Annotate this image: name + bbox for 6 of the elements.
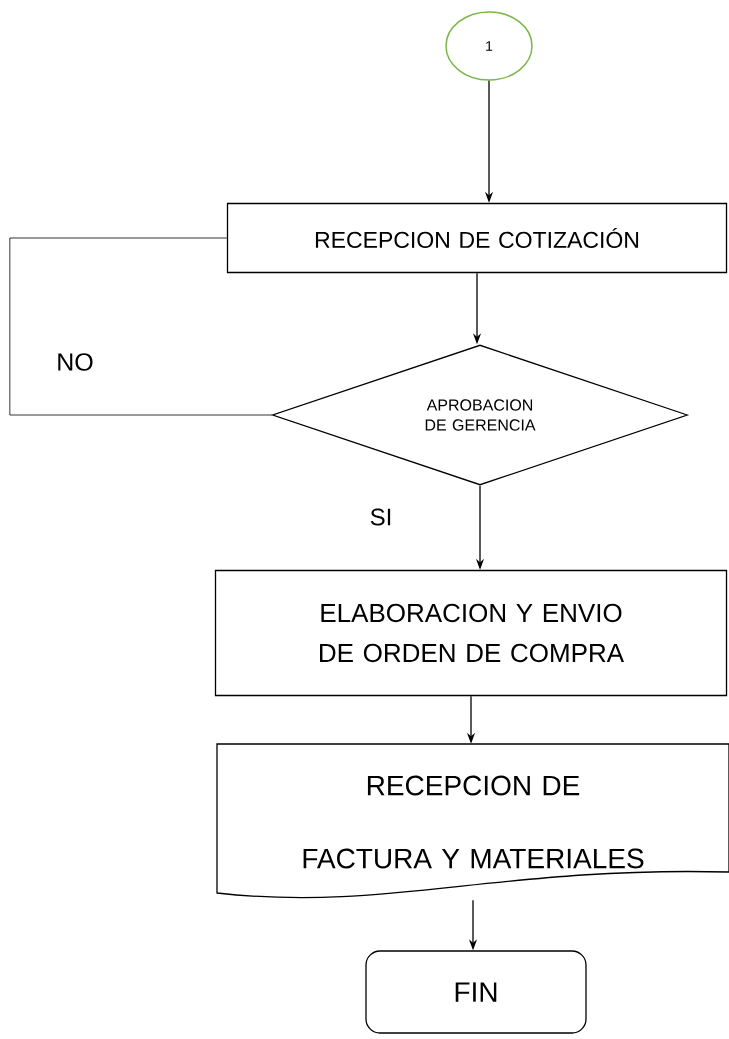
process-box: ELABORACION Y ENVIO DE ORDEN DE COMPRA <box>214 569 728 697</box>
connector-line <box>9 237 273 416</box>
end-terminal: FIN <box>365 950 587 1034</box>
process-box: RECEPCION DE COTIZACIÓN <box>226 202 728 274</box>
edge-label: SI <box>368 507 394 527</box>
edge-label: NO <box>55 352 95 372</box>
